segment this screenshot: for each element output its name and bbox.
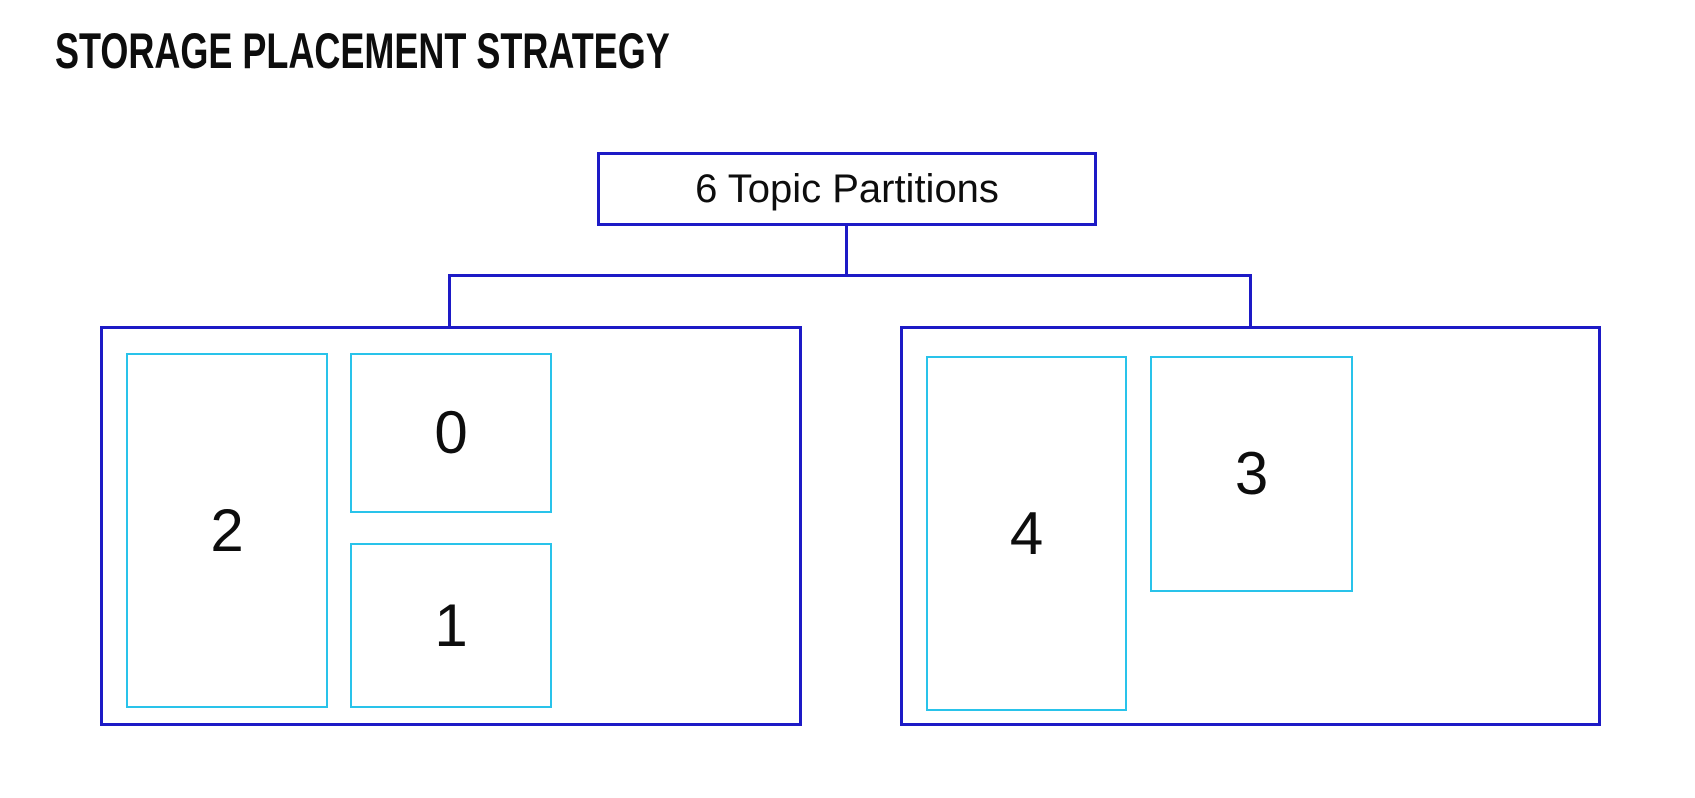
partition-label-4: 4 — [1009, 499, 1044, 567]
connector-right-drop — [1249, 277, 1252, 326]
partition-box-1: 1 — [350, 543, 552, 708]
connector-left-drop — [448, 277, 451, 326]
connector-stem — [845, 226, 848, 276]
partition-box-2: 2 — [126, 353, 328, 708]
page-title: STORAGE PLACEMENT STRATEGY — [55, 23, 670, 79]
broker-box-right: 4 3 — [900, 326, 1601, 726]
partition-label-1: 1 — [434, 591, 468, 659]
topic-partitions-label: 6 Topic Partitions — [695, 167, 999, 211]
partition-box-0: 0 — [350, 353, 552, 513]
partition-label-2: 2 — [210, 496, 244, 564]
broker-box-left: 2 0 1 — [100, 326, 802, 726]
topic-partitions-node: 6 Topic Partitions — [597, 152, 1097, 226]
partition-box-4: 4 — [926, 356, 1127, 711]
partition-box-3: 3 — [1150, 356, 1353, 592]
partition-label-3: 3 — [1234, 440, 1269, 507]
partition-label-0: 0 — [434, 399, 468, 466]
connector-horizontal — [448, 274, 1252, 277]
